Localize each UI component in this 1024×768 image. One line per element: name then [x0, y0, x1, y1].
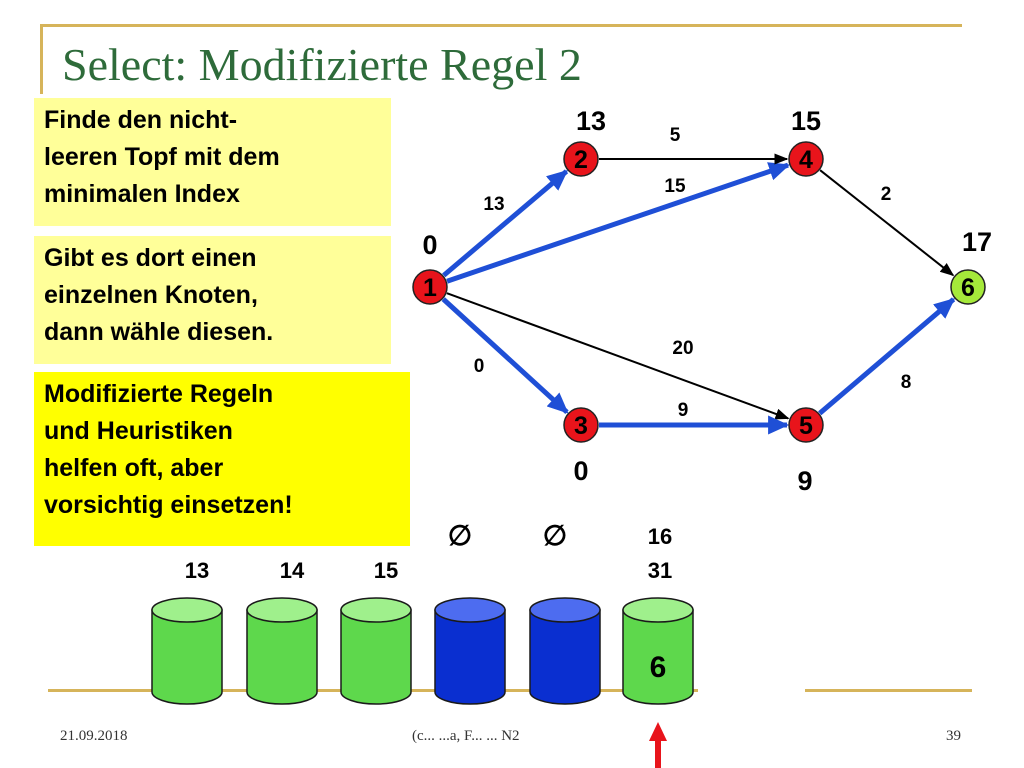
note-line: leeren Topf mit dem	[44, 143, 280, 171]
bucket-index-label: 13	[185, 558, 209, 583]
edge-weight-label: 2	[881, 184, 892, 205]
edge-weight-label: 13	[483, 194, 504, 215]
note-line: und Heuristiken	[44, 417, 233, 445]
node-distance-label: 15	[791, 106, 821, 136]
note-line: helfen oft, aber	[44, 454, 224, 482]
bucket-2: 15	[340, 558, 412, 705]
note-line: Gibt es dort einen	[44, 244, 257, 272]
edge-weight-label: 0	[474, 356, 485, 377]
left-rule	[40, 24, 43, 94]
bucket-lid	[529, 597, 601, 623]
footer-date: 21.09.2018	[60, 728, 128, 744]
note-heuristics-warning: Modifizierte Regeln und Heuristiken helf…	[34, 372, 410, 546]
node-id-label: 5	[799, 412, 813, 440]
top-rule	[40, 24, 962, 27]
bucket-1: 14	[246, 558, 318, 705]
node-id-label: 1	[423, 274, 437, 302]
note-single-node: Gibt es dort einen einzelnen Knoten, dan…	[34, 236, 391, 364]
edge-1-4	[446, 162, 791, 284]
edge-weight-label: 9	[678, 400, 689, 421]
node-id-label: 3	[574, 412, 588, 440]
bucket-index-label: 15	[374, 558, 398, 583]
bucket-lid	[434, 597, 506, 623]
bucket-index-label: 16	[648, 524, 672, 549]
node-1	[412, 269, 448, 305]
note-line: vorsichtig einsetzen!	[44, 491, 293, 519]
bucket-body	[151, 609, 223, 705]
node-id-label: 4	[799, 146, 813, 174]
node-3	[563, 407, 599, 443]
note-line: dann wähle diesen.	[44, 318, 274, 346]
note-line: Finde den nicht-	[44, 106, 238, 134]
edge-4-6	[819, 169, 955, 277]
bucket-index-label: ∅	[448, 520, 472, 551]
bucket-lid	[340, 597, 412, 623]
node-distance-label: 0	[422, 230, 437, 260]
bucket-index-label: 14	[280, 558, 305, 583]
edge-1-2	[442, 169, 569, 278]
bucket-4: ∅	[529, 520, 601, 705]
node-2	[563, 141, 599, 177]
bucket-body	[622, 609, 694, 705]
edge-weight-label: 5	[670, 125, 681, 146]
bucket-lid	[246, 597, 318, 623]
bucket-content-node: 6	[650, 651, 667, 684]
node-4	[788, 141, 824, 177]
node-5	[788, 407, 824, 443]
node-distance-label: 9	[797, 466, 812, 496]
bucket-index-label: ∅	[543, 520, 567, 551]
bucket-body	[246, 609, 318, 705]
footer-center: (c... ...a, F... ... N2	[412, 728, 520, 744]
bucket-body	[340, 609, 412, 705]
bucket-body	[434, 609, 506, 705]
edge-weight-label: 20	[672, 338, 693, 359]
note-find-bucket: Finde den nicht- leeren Topf mit dem min…	[34, 98, 391, 226]
node-id-label: 2	[574, 146, 588, 174]
edge-weight-label: 15	[664, 176, 686, 197]
node-id-label: 6	[961, 274, 975, 302]
bottom-rule-right	[805, 689, 972, 692]
edge-1-5	[446, 292, 790, 420]
bucket-index-label: 31	[648, 558, 672, 583]
node-6	[950, 269, 986, 305]
bucket-lid	[622, 597, 694, 623]
footer-page-number: 39	[946, 728, 961, 744]
selected-bucket-pointer-icon	[649, 722, 667, 768]
node-distance-label: 0	[573, 456, 588, 486]
note-line: Modifizierte Regeln	[44, 380, 274, 408]
bucket-0: 13	[151, 558, 223, 705]
node-distance-label: 17	[962, 227, 992, 257]
node-distance-label: 13	[576, 106, 606, 136]
edge-1-3	[441, 297, 569, 415]
bucket-5: 16 31 6	[622, 524, 694, 705]
bucket-lid	[151, 597, 223, 623]
edge-5-6	[818, 297, 956, 416]
note-line: minimalen Index	[44, 180, 240, 208]
edge-weight-label: 8	[901, 372, 912, 393]
slide-title: Select: Modifizierte Regel 2	[62, 39, 582, 90]
bucket-body	[529, 609, 601, 705]
bucket-3: ∅	[434, 520, 506, 705]
note-line: einzelnen Knoten,	[44, 281, 258, 309]
